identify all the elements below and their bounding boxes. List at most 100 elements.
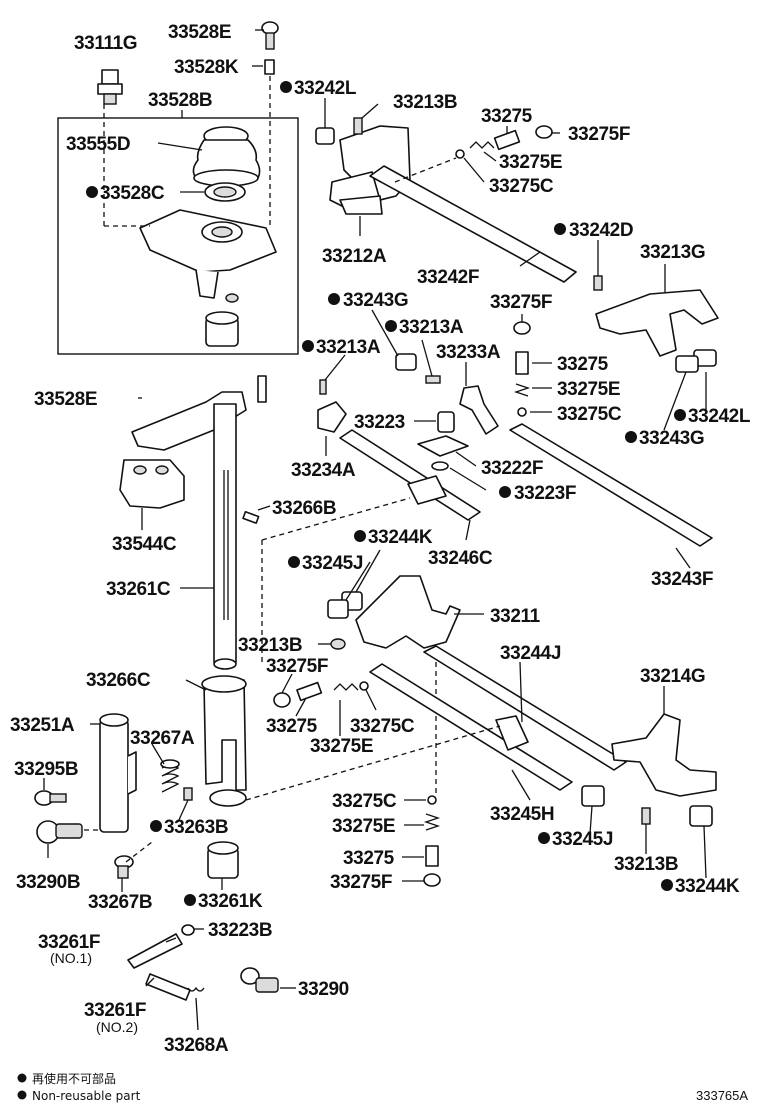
label-33290B: 33290B [16, 872, 80, 893]
non-reusable-markers [17, 81, 686, 1100]
spring-33267A-drawing [160, 759, 180, 793]
housing-33251A-drawing [99, 713, 137, 833]
label-33275-b: 33275 [343, 848, 395, 869]
bush-33244K-low-drawing [689, 805, 713, 827]
bolt-33213B-mid-drawing [330, 638, 346, 650]
bolt-33267B-drawing [114, 855, 134, 879]
detent-ball-33275C-low [359, 681, 369, 691]
non-reusable-dot-33528C [86, 186, 98, 198]
lever-33233A-drawing [459, 385, 499, 435]
label-33243G-mid: 33243G [639, 428, 704, 449]
label-33266B: 33266B [272, 498, 336, 519]
label-33544C: 33544C [112, 534, 177, 555]
label-33261F-no2-note: (NO.2) [96, 1019, 138, 1035]
label-33222F: 33222F [481, 458, 543, 479]
plug-33275F-top [535, 125, 553, 139]
bolt-33528E-drawing [261, 21, 279, 50]
plate-33222F-drawing [417, 435, 469, 457]
label-33263B: 33263B [164, 817, 228, 838]
label-33275F-low: 33275F [266, 656, 328, 677]
label-33242L-top: 33242L [294, 78, 357, 99]
label-33275-mid: 33275 [557, 354, 609, 375]
plug-33275F-b [423, 873, 441, 887]
bush-33245J-low-drawing [581, 785, 605, 807]
detent-ball-33275C-top [455, 149, 465, 159]
label-33244J: 33244J [500, 643, 561, 664]
shift-shaft-33243F-drawing [509, 423, 713, 547]
label-33266C: 33266C [86, 670, 151, 691]
label-33245J-low: 33245J [552, 829, 613, 850]
label-33275C-b: 33275C [332, 791, 397, 812]
label-33214G: 33214G [640, 666, 705, 687]
collar-33261K-drawing [207, 841, 239, 879]
detent-spring-33275E-mid [513, 383, 531, 397]
label-33243G-top: 33243G [343, 290, 408, 311]
label-33251A: 33251A [10, 715, 75, 736]
collar-drawing [205, 311, 239, 347]
label-33290: 33290 [298, 979, 349, 1000]
bolt-33213B-low-drawing [641, 807, 651, 825]
non-reusable-dot-33243G-mid [625, 431, 637, 443]
legend-non-reusable-jp: 再使用不可部品 [32, 1071, 116, 1086]
legend-dot-2 [17, 1090, 27, 1100]
legend-dot-1 [17, 1073, 27, 1083]
non-reusable-dot-33245J-top [288, 556, 300, 568]
label-33213B-mid: 33213B [238, 635, 302, 656]
label-33213B-top: 33213B [393, 92, 457, 113]
non-reusable-dot-33213A-a [385, 320, 397, 332]
label-33528K: 33528K [174, 57, 239, 78]
shift-head-33266C-drawing [201, 675, 247, 807]
label-33111G: 33111G [74, 33, 137, 54]
leader-lines [43, 29, 707, 1031]
label-33528E-top: 33528E [168, 22, 231, 43]
label-33223F: 33223F [514, 483, 576, 504]
label-33275C-low: 33275C [350, 716, 415, 737]
block-33234A-drawing [317, 401, 347, 433]
detent-spring-33275E-top [469, 141, 495, 149]
boot-33555D-drawing [192, 126, 261, 187]
shift-shaft-33244J-drawing [423, 645, 627, 771]
label-33268A: 33268A [164, 1035, 229, 1056]
label-33234A: 33234A [291, 460, 356, 481]
pin-33213A-b-drawing [319, 379, 327, 395]
label-33267B: 33267B [88, 892, 152, 913]
label-33213A-a: 33213A [399, 317, 464, 338]
label-33528E-left: 33528E [34, 389, 97, 410]
label-33275F-top: 33275F [568, 124, 630, 145]
shift-shaft-33261C-drawing [131, 375, 267, 670]
detent-ball-33275C-mid [517, 407, 527, 417]
detent-ball-33275C-b [427, 795, 437, 805]
shift-shaft-33242F-drawing [369, 165, 577, 283]
plug-33111G-drawing [97, 69, 123, 105]
non-reusable-dot-33213A-b [302, 340, 314, 352]
label-33275E-b: 33275E [332, 816, 395, 837]
label-33275F-mid: 33275F [490, 292, 552, 313]
label-33244K-low: 33244K [675, 876, 740, 897]
non-reusable-dot-33263B [150, 820, 162, 832]
label-33275C-top: 33275C [489, 176, 554, 197]
non-reusable-dot-33244K-top [354, 530, 366, 542]
label-33246C: 33246C [428, 548, 493, 569]
detent-pin-33275-b [425, 845, 439, 867]
pin-33528K-drawing [264, 59, 275, 75]
non-reusable-dot-33242D [554, 223, 566, 235]
illustration-code: 333765A [696, 1088, 748, 1103]
bush-33242L-top-drawing [315, 127, 335, 145]
bush-33243G-mid-drawing [675, 355, 699, 373]
label-33275E-low: 33275E [310, 736, 373, 757]
assembly-33528B-frame [57, 117, 299, 355]
label-33233A: 33233A [436, 342, 501, 363]
pin-33266B-drawing [242, 510, 260, 524]
detent-pin-33275-top [493, 129, 521, 151]
retainer-plate-drawing [139, 209, 277, 303]
plug-33275F-low [273, 692, 291, 708]
label-33244K-top: 33244K [368, 527, 433, 548]
shift-head-on-33245H [495, 715, 529, 751]
shift-head-on-33246C [407, 475, 447, 505]
legend: 再使用不可部品 Non-reusable part [32, 1071, 141, 1103]
label-33261F-no2: 33261F [84, 1000, 146, 1021]
legend-non-reusable-en: Non-reusable part [32, 1089, 141, 1103]
label-33242L-mid: 33242L [688, 406, 751, 427]
spring-33268A-drawing [187, 986, 205, 992]
label-33275F-b: 33275F [330, 872, 392, 893]
